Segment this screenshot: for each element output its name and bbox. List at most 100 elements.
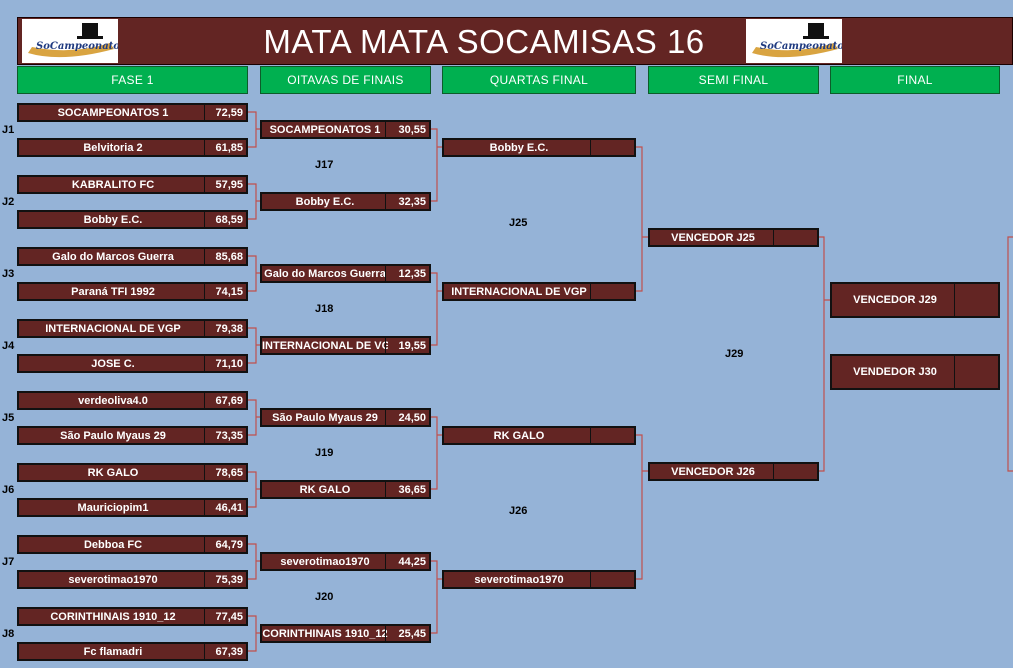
title-banner bbox=[17, 17, 1013, 65]
team-name: Bobby E.C. bbox=[489, 142, 549, 154]
team-score: 74,15 bbox=[204, 284, 246, 299]
fase1-team-11: RK GALO 78,65 bbox=[17, 463, 248, 482]
team-name: INTERNACIONAL DE VGP bbox=[451, 286, 587, 298]
team-name: Mauriciopim1 bbox=[77, 502, 149, 514]
fase1-team-14: severotimao1970 75,39 bbox=[17, 570, 248, 589]
team-name: São Paulo Myaus 29 bbox=[60, 430, 166, 442]
svg-text:SoCampeonatos: SoCampeonatos bbox=[760, 41, 842, 52]
header-fase1: FASE 1 bbox=[17, 66, 248, 94]
team-score: 68,59 bbox=[204, 212, 246, 227]
header-final: FINAL bbox=[830, 66, 1000, 94]
team-score bbox=[954, 284, 998, 316]
game-label: J25 bbox=[509, 217, 528, 229]
header-semi: SEMI FINAL bbox=[648, 66, 819, 94]
team-name: SOCAMPEONATOS 1 bbox=[269, 124, 381, 136]
team-score bbox=[773, 464, 817, 479]
team-score: 36,65 bbox=[385, 482, 429, 497]
team-name: Paraná TFI 1992 bbox=[71, 286, 155, 298]
team-score: 72,59 bbox=[204, 105, 246, 120]
team-name: JOSE C. bbox=[91, 358, 135, 370]
team-score bbox=[590, 284, 634, 299]
header-oitavas: OITAVAS DE FINAIS bbox=[260, 66, 431, 94]
team-name: SOCAMPEONATOS 1 bbox=[57, 107, 169, 119]
page-title: MATA MATA SOCAMISAS 16 bbox=[263, 23, 705, 60]
quartas-team-2: INTERNACIONAL DE VGP bbox=[442, 282, 636, 301]
fase1-team-4: Bobby E.C. 68,59 bbox=[17, 210, 248, 229]
fase1-team-10: São Paulo Myaus 29 73,35 bbox=[17, 426, 248, 445]
game-label: J6 bbox=[2, 484, 15, 496]
game-label: J17 bbox=[315, 159, 334, 171]
team-score bbox=[773, 230, 817, 245]
semi-team-2: VENCEDOR J26 bbox=[648, 462, 819, 481]
game-label: J19 bbox=[315, 447, 334, 459]
team-score: 77,45 bbox=[204, 609, 246, 624]
team-name: VENCEDOR J26 bbox=[671, 466, 755, 478]
game-label: J18 bbox=[315, 303, 334, 315]
team-name: RK GALO bbox=[299, 484, 351, 496]
fase1-team-3: KABRALITO FC 57,95 bbox=[17, 175, 248, 194]
team-name: INTERNACIONAL DE VGP bbox=[262, 340, 388, 352]
team-name: VENCEDOR J25 bbox=[671, 232, 755, 244]
team-name: INTERNACIONAL DE VGP bbox=[45, 323, 181, 335]
fase1-team-15: CORINTHINAIS 1910_12 77,45 bbox=[17, 607, 248, 626]
team-score: 85,68 bbox=[204, 249, 246, 264]
team-name: Debboa FC bbox=[83, 539, 143, 551]
team-score bbox=[954, 356, 998, 388]
game-label: J4 bbox=[2, 340, 15, 352]
oitavas-team-2: Bobby E.C.32,35 bbox=[260, 192, 431, 211]
team-score: 73,35 bbox=[204, 428, 246, 443]
team-score: 78,65 bbox=[204, 465, 246, 480]
team-name: KABRALITO FC bbox=[71, 179, 155, 191]
final-team-2: VENDEDOR J30 bbox=[830, 354, 1000, 390]
fase1-team-2: Belvitoria 2 61,85 bbox=[17, 138, 248, 157]
fase1-team-13: Debboa FC 64,79 bbox=[17, 535, 248, 554]
team-name: severotimao1970 bbox=[474, 574, 564, 586]
semi-team-1: VENCEDOR J25 bbox=[648, 228, 819, 247]
team-score: 61,85 bbox=[204, 140, 246, 155]
team-name: Galo do Marcos Guerra bbox=[264, 268, 386, 280]
team-name: verdeoliva4.0 bbox=[78, 395, 148, 407]
oitavas-team-6: RK GALO 36,65 bbox=[260, 480, 431, 499]
fase1-team-12: Mauriciopim1 46,41 bbox=[17, 498, 248, 517]
team-name: VENCEDOR J29 bbox=[853, 294, 937, 306]
game-label: J2 bbox=[2, 196, 15, 208]
quartas-team-1: Bobby E.C. bbox=[442, 138, 636, 157]
quartas-team-3: RK GALO bbox=[442, 426, 636, 445]
team-name: severotimao1970 bbox=[68, 574, 158, 586]
team-name: VENDEDOR J30 bbox=[853, 366, 937, 378]
game-label: J29 bbox=[725, 348, 744, 360]
team-score: 32,35 bbox=[385, 194, 429, 209]
svg-text:SoCampeonatos: SoCampeonatos bbox=[36, 41, 118, 52]
team-score: 46,41 bbox=[204, 500, 246, 515]
team-score: 75,39 bbox=[204, 572, 246, 587]
fase1-team-8: JOSE C. 71,10 bbox=[17, 354, 248, 373]
fase1-team-6: Paraná TFI 1992 74,15 bbox=[17, 282, 248, 301]
team-score: 57,95 bbox=[204, 177, 246, 192]
team-score: 12,35 bbox=[385, 266, 429, 281]
logo-right: SoCampeonatos bbox=[746, 19, 842, 63]
fase1-team-16: Fc flamadri 67,39 bbox=[17, 642, 248, 661]
game-label: J1 bbox=[2, 124, 15, 136]
team-score bbox=[590, 428, 634, 443]
team-score: 64,79 bbox=[204, 537, 246, 552]
team-score: 67,39 bbox=[204, 644, 246, 659]
team-score bbox=[590, 572, 634, 587]
team-name: Fc flamadri bbox=[83, 646, 143, 658]
team-name: Belvitoria 2 bbox=[83, 142, 143, 154]
team-name: RK GALO bbox=[87, 467, 139, 479]
team-name: CORINTHINAIS 1910_12 bbox=[50, 611, 176, 623]
team-score: 71,10 bbox=[204, 356, 246, 371]
final-team-1: VENCEDOR J29 bbox=[830, 282, 1000, 318]
team-name: Bobby E.C. bbox=[83, 214, 143, 226]
team-name: CORINTHINAIS 1910_12 bbox=[262, 628, 388, 640]
team-score: 24,50 bbox=[385, 410, 429, 425]
